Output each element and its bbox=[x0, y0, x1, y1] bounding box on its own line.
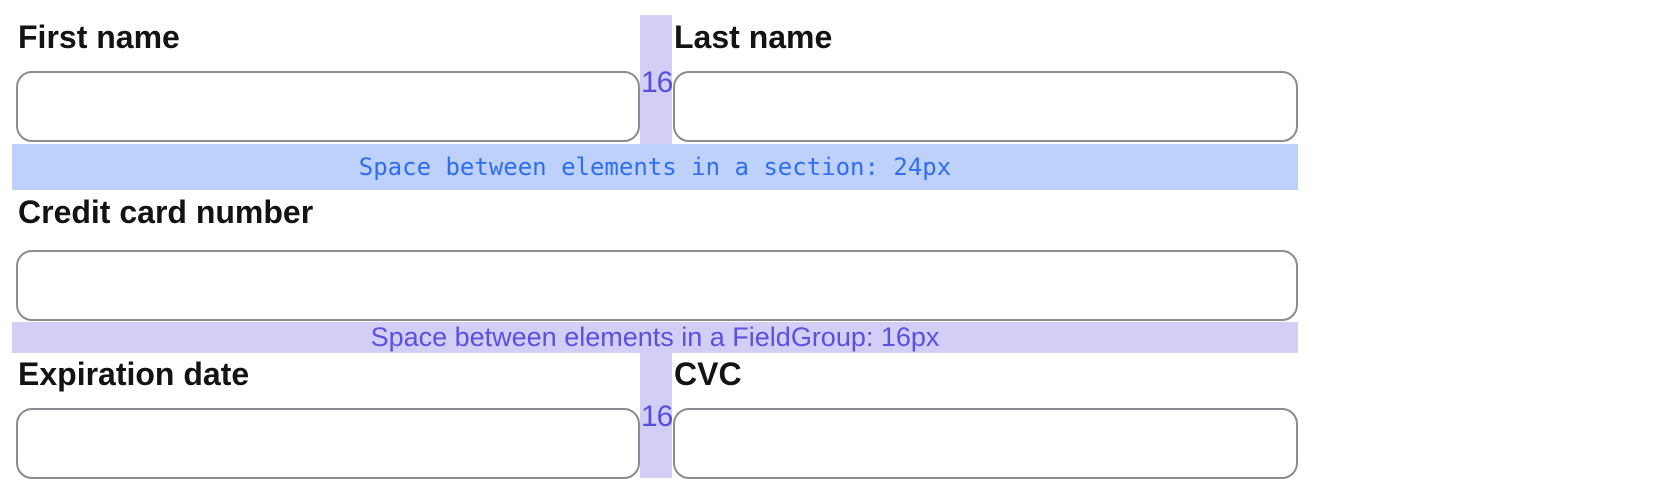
first-name-label: First name bbox=[18, 19, 180, 55]
fieldgroup-gap-label: Space between elements in a FieldGroup: … bbox=[370, 322, 940, 352]
last-name-label: Last name bbox=[674, 19, 833, 55]
column-gap-value-label-row2: 16 bbox=[641, 400, 673, 433]
credit-card-number-label: Credit card number bbox=[18, 194, 314, 230]
credit-card-number-input[interactable] bbox=[16, 250, 1298, 321]
expiration-date-input[interactable] bbox=[16, 408, 640, 479]
fieldgroup-gap-highlight: Space between elements in a FieldGroup: … bbox=[12, 322, 1298, 353]
fieldgroup-column-gap-highlight-row1: 16 bbox=[640, 15, 673, 144]
cvc-input[interactable] bbox=[673, 408, 1298, 479]
column-gap-value-label-row1: 16 bbox=[641, 66, 673, 99]
section-gap-label: Space between elements in a section: 24p… bbox=[358, 153, 952, 181]
section-gap-highlight: Space between elements in a section: 24p… bbox=[12, 144, 1298, 190]
first-name-input[interactable] bbox=[16, 71, 640, 142]
expiration-date-label: Expiration date bbox=[18, 356, 250, 392]
cvc-label: CVC bbox=[674, 356, 742, 392]
last-name-input[interactable] bbox=[673, 71, 1298, 142]
fieldgroup-column-gap-highlight-row2: 16 bbox=[640, 353, 673, 478]
